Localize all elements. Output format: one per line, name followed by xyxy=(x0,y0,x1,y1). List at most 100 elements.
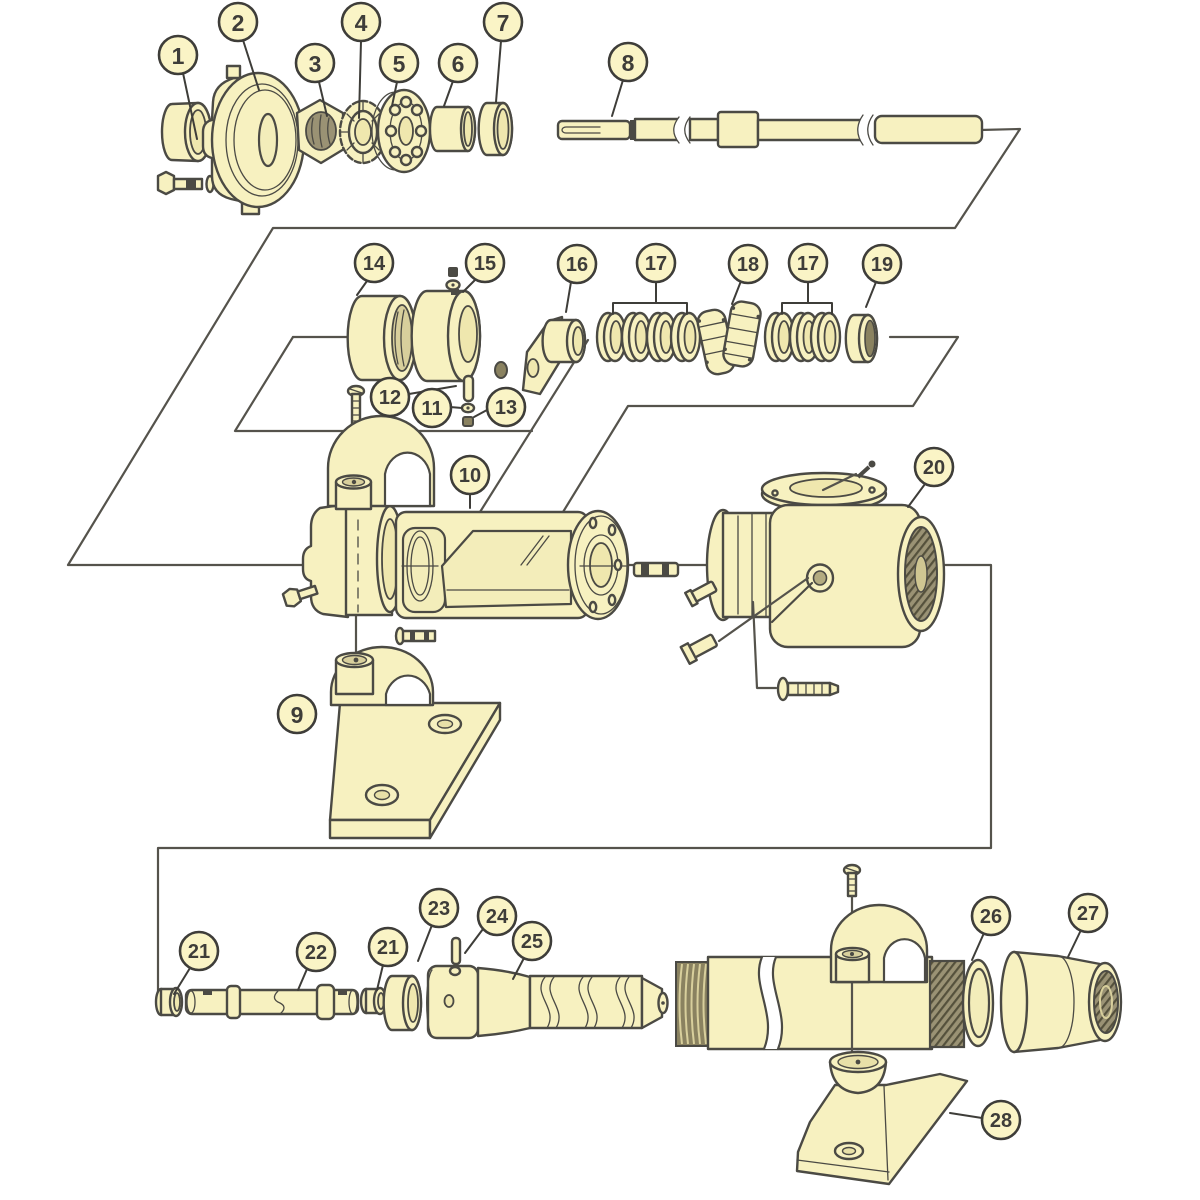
callout-number: 8 xyxy=(622,50,635,76)
callout-circle xyxy=(378,42,420,84)
callout-number: 11 xyxy=(421,398,442,420)
construction-lines xyxy=(66,127,1022,998)
callout-24: 24 xyxy=(464,895,518,954)
callout-number: 28 xyxy=(990,1110,1012,1132)
callout-number: 6 xyxy=(452,51,465,77)
callout-21: 21 xyxy=(173,930,220,995)
callout-leader-line xyxy=(391,81,398,107)
callout-16: 16 xyxy=(556,243,598,313)
callout-circle xyxy=(787,242,829,284)
callout-18: 18 xyxy=(727,243,769,305)
part-12-pin xyxy=(462,374,475,403)
callout-27: 27 xyxy=(1067,892,1109,958)
callout-leader-line xyxy=(297,968,308,991)
pipe-plug-large xyxy=(679,576,810,666)
part-3-locknut xyxy=(295,98,346,165)
callout-circle xyxy=(727,243,769,285)
callout-25: 25 xyxy=(511,920,553,980)
callout-number: 19 xyxy=(871,254,893,276)
callout-leader-line xyxy=(611,79,624,117)
callout-circle xyxy=(178,930,220,972)
callout-number: 21 xyxy=(188,941,210,963)
part-13-nut xyxy=(462,416,474,427)
part-5-ball-bearing xyxy=(371,88,432,174)
callout-3: 3 xyxy=(294,42,336,117)
callout-circle xyxy=(449,454,491,496)
callout-number: 16 xyxy=(566,254,588,276)
callout-number: 3 xyxy=(309,51,322,77)
callout-number: 7 xyxy=(497,10,510,36)
shaft-stud xyxy=(632,561,680,578)
callout-leader-line xyxy=(565,281,572,313)
callout-circle xyxy=(861,243,903,285)
part-8-drive-shaft xyxy=(556,110,984,149)
callout-leader-line xyxy=(865,281,877,308)
part-11-washer xyxy=(460,402,476,414)
callout-6: 6 xyxy=(437,42,479,107)
callout-circle xyxy=(411,387,453,429)
callout-leader-line xyxy=(318,81,328,117)
part-16-support-arm xyxy=(521,315,587,396)
callout-number: 5 xyxy=(393,51,406,77)
part-20-suction-body xyxy=(705,460,946,649)
housing-bolt xyxy=(394,626,437,646)
callout-9: 9 xyxy=(276,693,318,735)
part-23-thrust-collar xyxy=(382,974,423,1032)
callout-circle xyxy=(476,895,518,937)
part-22-coupling-shaft xyxy=(184,983,360,1021)
callout-number: 12 xyxy=(379,387,401,409)
callout-leader-line xyxy=(417,924,433,962)
bearing-end-cap xyxy=(301,501,405,619)
callout-number: 22 xyxy=(305,942,327,964)
callout-number: 21 xyxy=(377,937,399,959)
callout-number: 4 xyxy=(355,10,368,36)
callout-2: 2 xyxy=(217,1,260,91)
clamp-upper-half-bottom xyxy=(829,903,929,984)
callout-10: 10 xyxy=(449,454,491,509)
callout-leader-line xyxy=(512,957,525,980)
callout-11: 11 xyxy=(411,387,463,429)
callout-circle xyxy=(913,446,955,488)
callout-14: 14 xyxy=(353,242,395,296)
callout-number: 10 xyxy=(459,465,481,487)
callout-leader-line xyxy=(971,932,985,961)
part-9-pedestal xyxy=(328,645,502,840)
callout-number: 18 xyxy=(737,254,759,276)
callout-leader-line xyxy=(731,280,742,305)
part-17-washer-set-b xyxy=(763,311,842,363)
callout-number: 23 xyxy=(428,898,450,920)
part-25-rotor xyxy=(426,964,669,1040)
callout-28: 28 xyxy=(949,1099,1022,1141)
callout-7: 7 xyxy=(482,1,524,103)
callout-number: 2 xyxy=(232,10,245,36)
callout-circle xyxy=(340,1,382,43)
part-27-discharge-reducer xyxy=(999,950,1123,1054)
cap-bolt xyxy=(281,584,319,608)
callout-4: 4 xyxy=(340,1,382,119)
callout-leader-line xyxy=(358,40,362,119)
callout-number: 14 xyxy=(363,253,386,275)
callout-circle xyxy=(635,242,677,284)
part-15-shaft-collar xyxy=(410,267,482,383)
callout-leader-line xyxy=(242,39,260,91)
callout-17-group: 17 xyxy=(612,242,688,315)
part-17-washer-set-a xyxy=(595,311,702,363)
callout-leader-line xyxy=(949,1112,983,1119)
clamp-upper-half xyxy=(326,414,436,511)
callout-circle xyxy=(157,34,199,76)
callout-19: 19 xyxy=(861,243,903,308)
callout-leader-line xyxy=(462,278,477,293)
callout-circle xyxy=(970,895,1012,937)
callout-circle xyxy=(1067,892,1109,934)
callout-number: 26 xyxy=(980,906,1002,928)
callout-circle xyxy=(607,41,649,83)
callout-circle xyxy=(418,887,460,929)
callout-13: 13 xyxy=(473,386,527,428)
part-10-bearing-housing xyxy=(394,509,630,621)
small-nut xyxy=(494,361,508,379)
part-28-support-pedestal xyxy=(795,1050,969,1186)
callout-circle xyxy=(217,1,259,43)
callout-number: 27 xyxy=(1077,903,1099,925)
